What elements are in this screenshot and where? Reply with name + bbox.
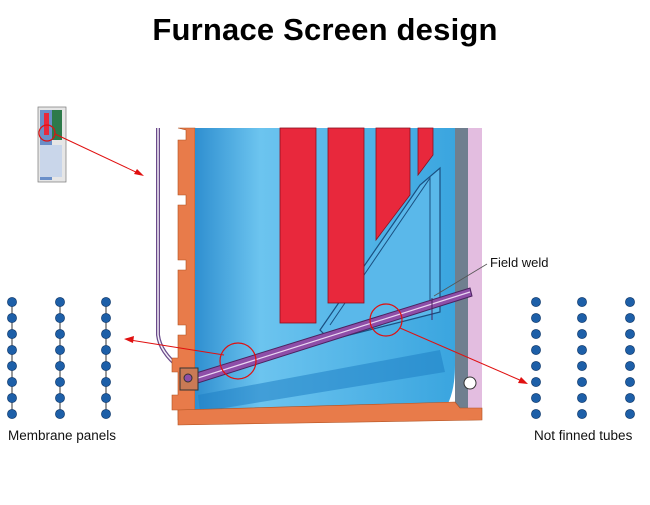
bare-tube (531, 297, 541, 307)
bare-tube (577, 345, 587, 355)
membrane-tube (101, 409, 111, 419)
page-title: Furnace Screen design (152, 12, 498, 47)
bare-tube (531, 377, 541, 387)
bare-tube (531, 361, 541, 371)
membrane-tube (7, 345, 17, 355)
bare-tube (577, 377, 587, 387)
membrane-tube (55, 361, 65, 371)
heating-surfaces (279, 127, 434, 324)
steel-wall-right (455, 128, 468, 408)
bare-tube (625, 329, 635, 339)
membrane-tube (101, 297, 111, 307)
membrane-tube (7, 409, 17, 419)
bare-tube (577, 313, 587, 323)
membrane-tube (55, 409, 65, 419)
membrane-tube (101, 377, 111, 387)
pointer-line-tubes (399, 327, 523, 382)
not-finned-tubes-label: Not finned tubes (534, 428, 633, 443)
bare-tube (531, 393, 541, 403)
membrane-tube (7, 297, 17, 307)
bare-tube (531, 345, 541, 355)
membrane-tube (7, 329, 17, 339)
bare-tube (625, 393, 635, 403)
membrane-tube (55, 377, 65, 387)
bare-tube (577, 329, 587, 339)
membrane-tube (101, 313, 111, 323)
membrane-tube (7, 361, 17, 371)
membrane-tube (101, 345, 111, 355)
bare-tube (577, 393, 587, 403)
bare-tube (625, 297, 635, 307)
pink-wall-right (468, 128, 482, 411)
bare-tube (625, 377, 635, 387)
field-weld-label: Field weld (490, 255, 549, 270)
bare-tube (531, 329, 541, 339)
membrane-tube (101, 393, 111, 403)
highlight-circle-tubes (369, 303, 403, 337)
membrane-tube (101, 329, 111, 339)
membrane-panels-label: Membrane panels (8, 428, 117, 443)
bare-tube (577, 361, 587, 371)
membrane-tube (7, 393, 17, 403)
not-finned-tubes-cross-section (531, 297, 635, 419)
membrane-tube (55, 313, 65, 323)
membrane-panels-cross-section (7, 297, 111, 419)
bare-tube (625, 409, 635, 419)
refractory-floor (177, 401, 483, 426)
membrane-tube (55, 393, 65, 403)
downcomer-pipe (156, 128, 182, 370)
refractory-wall-left (171, 127, 196, 421)
membrane-tube (101, 361, 111, 371)
thumbnail-overview (37, 106, 67, 183)
membrane-tube (55, 329, 65, 339)
membrane-tube (7, 377, 17, 387)
membrane-tube (55, 297, 65, 307)
membrane-tube (55, 345, 65, 355)
bare-tube (625, 361, 635, 371)
field-weld-leader (433, 263, 488, 297)
bare-tube (531, 313, 541, 323)
highlight-circle-membrane (219, 342, 257, 380)
pointer-line-membrane (129, 339, 225, 356)
bare-tube (625, 345, 635, 355)
bare-tube (531, 409, 541, 419)
membrane-tube (7, 313, 17, 323)
bare-tube (625, 313, 635, 323)
bare-tube (577, 409, 587, 419)
pointer-line-thumbnail (54, 133, 141, 175)
bare-tube (577, 297, 587, 307)
